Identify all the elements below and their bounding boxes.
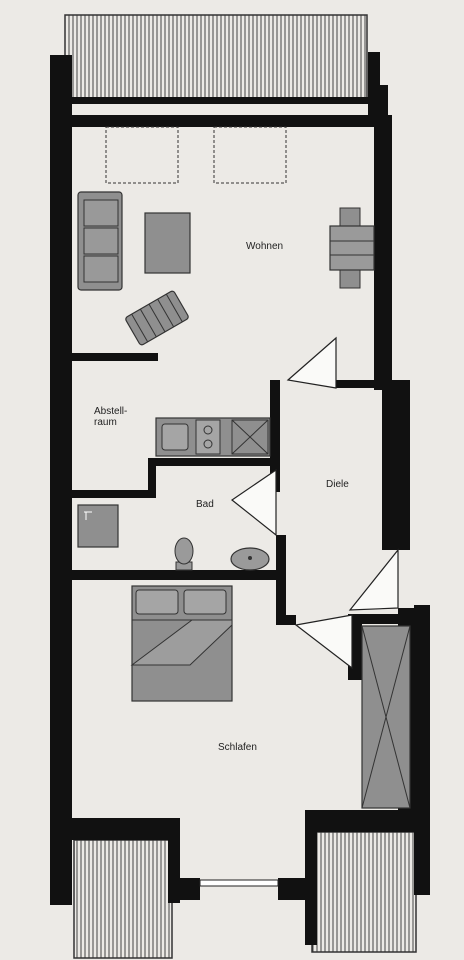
kitchen-counter — [155, 417, 271, 457]
sofa — [77, 191, 123, 291]
window-frames-top — [105, 126, 287, 184]
room-label-abstellraum-line1: Abstell- — [94, 406, 128, 417]
interior-walls — [72, 353, 408, 680]
balcony-bottom-right — [311, 831, 417, 953]
bed — [130, 585, 233, 702]
door-swings — [230, 336, 399, 670]
window-bottom — [199, 879, 279, 887]
shower — [77, 504, 119, 548]
balcony-top — [64, 14, 368, 101]
room-label-schlafen: Schlafen — [218, 742, 257, 753]
sink — [230, 547, 270, 571]
room-label-diele: Diele — [326, 479, 349, 490]
toilet — [174, 537, 194, 571]
room-label-bad: Bad — [196, 499, 214, 510]
armchair — [125, 290, 189, 346]
room-label-abstellraum: Abstell- raum — [94, 406, 127, 428]
room-label-wohnen: Wohnen — [246, 241, 284, 252]
room-label-abstellraum-line2: raum — [94, 417, 117, 428]
wardrobe — [361, 625, 411, 809]
dining-table — [329, 207, 375, 289]
coffee-table — [144, 212, 191, 274]
balcony-bottom-left — [73, 839, 173, 959]
